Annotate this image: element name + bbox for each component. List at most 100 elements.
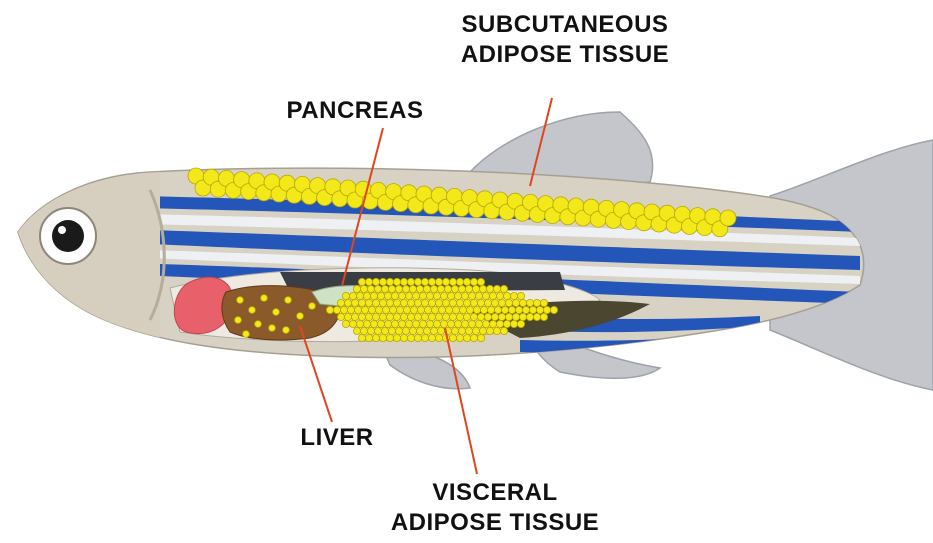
- fat-droplet: [424, 306, 431, 313]
- fat-droplet: [543, 306, 550, 313]
- fat-droplet: [465, 285, 472, 292]
- fat-droplet: [416, 285, 423, 292]
- fat-droplet: [487, 306, 494, 313]
- fat-droplet: [402, 327, 409, 334]
- fat-droplet: [402, 285, 409, 292]
- fat-droplet: [326, 306, 333, 313]
- fat-droplet: [458, 327, 465, 334]
- fat-droplet: [475, 320, 482, 327]
- fat-droplet: [426, 292, 433, 299]
- fat-droplet: [337, 313, 344, 320]
- fat-droplet: [421, 278, 428, 285]
- fat-droplet: [393, 278, 400, 285]
- fat-droplet: [419, 292, 426, 299]
- fat-droplet: [407, 313, 414, 320]
- fat-droplet: [454, 292, 461, 299]
- fat-droplet: [458, 285, 465, 292]
- fat-droplet: [372, 299, 379, 306]
- fat-droplet: [367, 285, 374, 292]
- fat-droplet: [503, 292, 510, 299]
- fat-droplet: [466, 306, 473, 313]
- fat-droplet: [477, 278, 484, 285]
- fat-droplet: [475, 292, 482, 299]
- fat-droplet: [363, 292, 370, 299]
- fat-droplet: [442, 278, 449, 285]
- fat-droplet: [269, 325, 276, 332]
- fat-droplet: [361, 306, 368, 313]
- fat-droplet: [237, 297, 244, 304]
- fat-droplet: [405, 320, 412, 327]
- fat-droplet: [344, 299, 351, 306]
- fat-droplet: [374, 327, 381, 334]
- fat-droplet: [435, 313, 442, 320]
- fat-droplet: [353, 327, 360, 334]
- fat-droplet: [393, 299, 400, 306]
- fat-droplet: [489, 320, 496, 327]
- fat-droplet: [456, 334, 463, 341]
- fat-droplet: [414, 299, 421, 306]
- fat-droplet: [493, 327, 500, 334]
- fat-droplet: [442, 313, 449, 320]
- fat-droplet: [456, 278, 463, 285]
- fat-droplet: [500, 285, 507, 292]
- fat-droplet: [381, 327, 388, 334]
- fat-droplet: [498, 299, 505, 306]
- fat-droplet: [391, 292, 398, 299]
- fat-droplet: [363, 320, 370, 327]
- fat-droplet: [365, 299, 372, 306]
- fat-droplet: [465, 327, 472, 334]
- fat-droplet: [435, 334, 442, 341]
- fat-droplet: [273, 309, 280, 316]
- label-line: ADIPOSE TISSUE: [370, 508, 620, 538]
- fat-droplet: [372, 334, 379, 341]
- fat-droplet: [370, 320, 377, 327]
- fat-droplet: [489, 292, 496, 299]
- fat-droplet: [517, 320, 524, 327]
- fat-droplet: [384, 292, 391, 299]
- fat-droplet: [384, 320, 391, 327]
- fat-droplet: [533, 299, 540, 306]
- fat-droplet: [368, 306, 375, 313]
- fat-droplet: [386, 313, 393, 320]
- fat-droplet: [379, 299, 386, 306]
- fat-droplet: [309, 303, 316, 310]
- fat-droplet: [473, 306, 480, 313]
- fat-droplet: [479, 285, 486, 292]
- fat-droplet: [508, 306, 515, 313]
- fat-droplet: [379, 313, 386, 320]
- fat-droplet: [529, 306, 536, 313]
- fat-droplet: [430, 327, 437, 334]
- fat-droplet: [398, 320, 405, 327]
- fat-droplet: [393, 334, 400, 341]
- fat-droplet: [484, 299, 491, 306]
- fat-droplet: [393, 313, 400, 320]
- fat-droplet: [353, 285, 360, 292]
- fat-droplet: [512, 313, 519, 320]
- fat-droplet: [449, 334, 456, 341]
- fat-droplet: [370, 292, 377, 299]
- fat-droplet: [486, 327, 493, 334]
- fat-droplet: [421, 299, 428, 306]
- fat-droplet: [435, 299, 442, 306]
- fat-droplet: [493, 285, 500, 292]
- label-liver: LIVER: [282, 423, 392, 453]
- fat-droplet: [337, 299, 344, 306]
- fat-droplet: [496, 320, 503, 327]
- fat-droplet: [463, 313, 470, 320]
- fat-droplet: [283, 327, 290, 334]
- fat-droplet: [428, 299, 435, 306]
- fat-droplet: [720, 210, 736, 226]
- fat-droplet: [410, 306, 417, 313]
- fat-droplet: [440, 320, 447, 327]
- fat-droplet: [456, 313, 463, 320]
- fat-droplet: [395, 327, 402, 334]
- fat-droplet: [398, 292, 405, 299]
- fat-droplet: [435, 278, 442, 285]
- fat-droplet: [522, 306, 529, 313]
- fat-droplet: [503, 320, 510, 327]
- fat-droplet: [463, 278, 470, 285]
- fat-droplet: [430, 285, 437, 292]
- fat-droplet: [433, 292, 440, 299]
- fat-droplet: [360, 285, 367, 292]
